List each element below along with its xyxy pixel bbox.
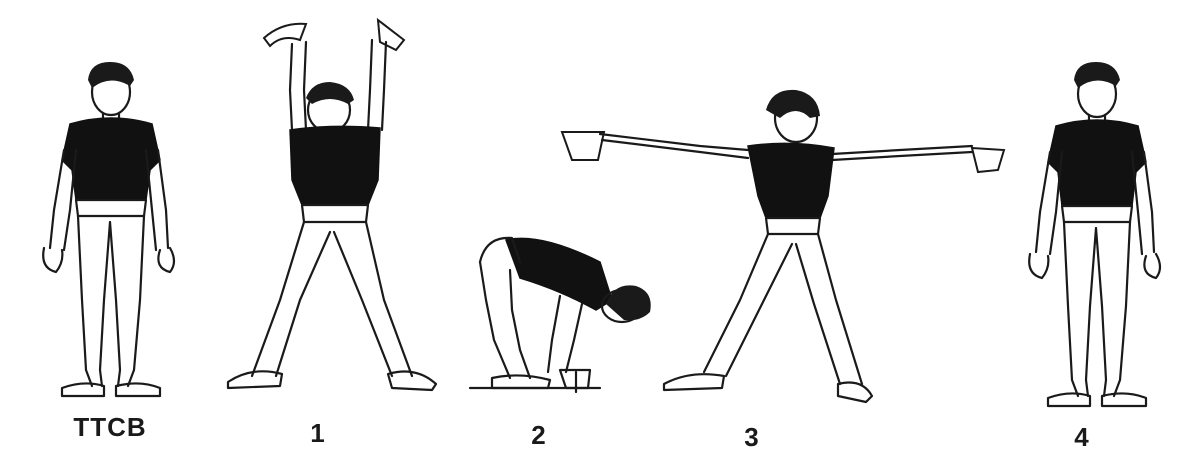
caption-step-2: 2 — [479, 420, 599, 451]
figure-arms-raised — [228, 20, 436, 390]
figure-forward-bend — [470, 238, 651, 392]
caption-step-3: 3 — [692, 422, 812, 453]
figure-standing-start — [43, 62, 174, 396]
caption-step-1: 1 — [258, 418, 378, 449]
caption-step-4: 4 — [1022, 422, 1142, 453]
caption-ttcb: TTCB — [50, 412, 170, 443]
figure-standing-end — [1029, 62, 1160, 406]
figure-arms-sideways — [562, 90, 1004, 402]
